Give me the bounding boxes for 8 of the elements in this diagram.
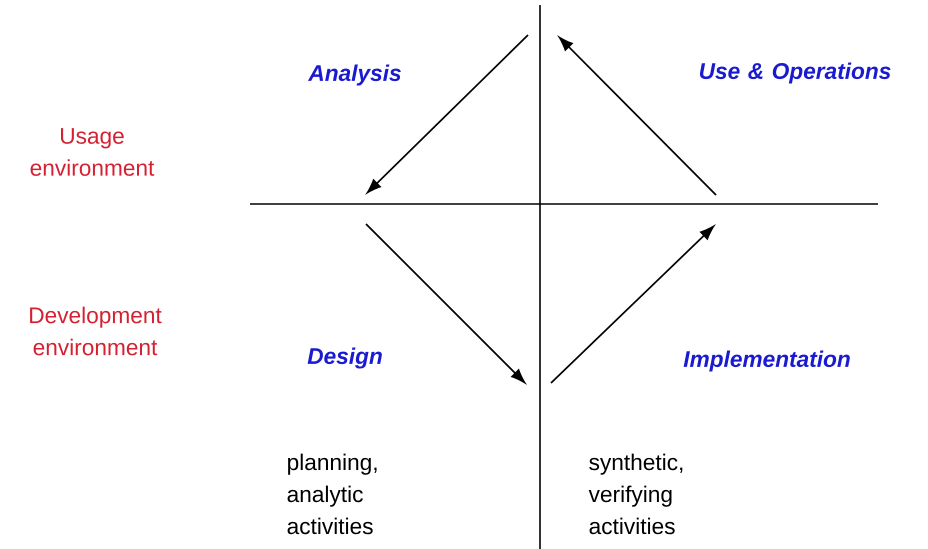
side-label: Development environment (30, 306, 162, 356)
phase-label: Analysis (308, 64, 401, 86)
note-text: synthetic, verifying activities (588, 454, 682, 534)
phase-label: Use & Operations (700, 62, 891, 84)
phase-label: Implementation (684, 350, 850, 372)
note-text: planning, analytic activities (288, 454, 377, 534)
phase-label: Design (308, 347, 382, 369)
side-label: Usage environment (30, 128, 154, 176)
